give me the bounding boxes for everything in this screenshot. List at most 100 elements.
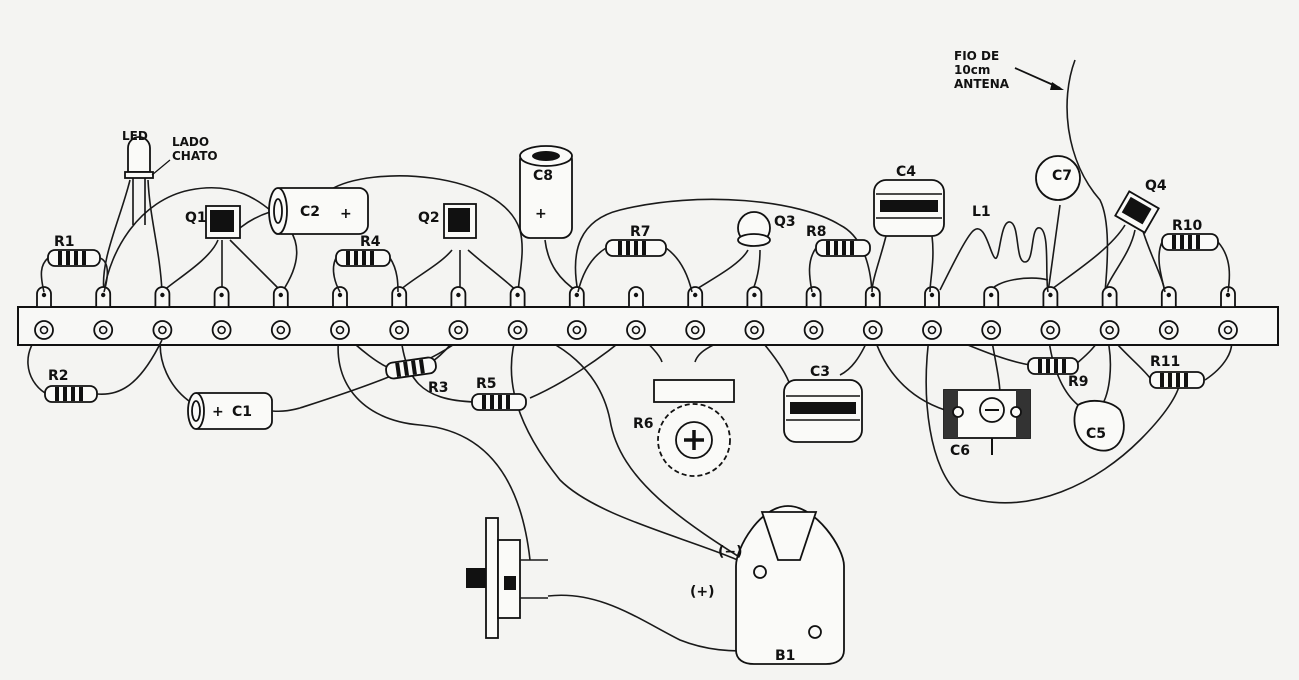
label-c3: C3 bbox=[810, 364, 830, 380]
terminal-lug-hole bbox=[811, 292, 816, 298]
resistor-r3: R3 bbox=[385, 356, 449, 396]
resistor-r9: R9 bbox=[1027, 357, 1089, 390]
led: LED LADO CHATO bbox=[122, 129, 218, 225]
transistor-q3: Q3 bbox=[737, 211, 796, 247]
terminal-eyelet-hole bbox=[276, 325, 286, 335]
terminal-lug-hole bbox=[41, 292, 47, 298]
terminal-eyelet-hole bbox=[217, 325, 226, 335]
terminal-eyelet bbox=[626, 320, 646, 340]
terminal-lug-hole bbox=[989, 292, 994, 298]
label-c7: C7 bbox=[1052, 168, 1072, 184]
capacitor-c4: C4 bbox=[871, 164, 945, 293]
transistor-q1: Q1 bbox=[185, 205, 241, 239]
battery-b1: (−) (+) B1 bbox=[690, 505, 845, 665]
wire bbox=[751, 249, 761, 293]
terminal-eyelet-hole bbox=[631, 325, 641, 335]
label-flat-side-1: LADO bbox=[172, 135, 209, 149]
terminal-eyelet bbox=[803, 320, 824, 340]
transistor-q2: Q2 bbox=[418, 203, 477, 239]
terminal-lug-hole bbox=[337, 292, 343, 298]
terminal-lug-hole bbox=[1166, 292, 1172, 298]
terminal-eyelet-hole bbox=[335, 325, 345, 335]
terminal-eyelet-hole bbox=[394, 325, 404, 335]
terminal-lug-hole bbox=[574, 292, 579, 298]
capacitor-c8: C8 + bbox=[519, 145, 573, 239]
terminal-eyelet-hole bbox=[98, 325, 108, 335]
terminal-strip bbox=[17, 286, 1279, 346]
label-b1: B1 bbox=[775, 648, 795, 664]
terminal-eyelet bbox=[152, 320, 173, 340]
terminal-lug-hole bbox=[1225, 292, 1231, 298]
label-q3: Q3 bbox=[774, 214, 796, 230]
terminal-eyelet bbox=[685, 320, 706, 340]
inductor-l1: L1 bbox=[939, 204, 1049, 293]
resistor-r8: R8 bbox=[806, 224, 871, 293]
label-r3: R3 bbox=[428, 380, 449, 396]
terminal-eyelet-hole bbox=[513, 325, 522, 335]
wire bbox=[229, 239, 283, 293]
label-c2: C2 bbox=[300, 204, 320, 220]
terminal-eyelet bbox=[744, 320, 765, 340]
wire bbox=[329, 175, 523, 293]
label-flat-side-2: CHATO bbox=[172, 149, 218, 163]
resistor-r11: R11 bbox=[1149, 354, 1205, 389]
terminal-lug-hole bbox=[1048, 292, 1053, 298]
label-r6: R6 bbox=[633, 416, 654, 432]
wire bbox=[517, 329, 761, 571]
terminal-lug-hole bbox=[633, 292, 639, 298]
label-q2: Q2 bbox=[418, 210, 440, 226]
terminal-eyelet bbox=[270, 320, 291, 340]
terminal-eyelet-hole bbox=[986, 325, 996, 335]
wire bbox=[1066, 59, 1109, 293]
terminal-eyelet bbox=[211, 320, 232, 340]
terminal-lug-hole bbox=[693, 292, 698, 298]
wire bbox=[510, 329, 761, 571]
label-c1-plus: + bbox=[212, 404, 224, 420]
label-battery-pos: (+) bbox=[690, 584, 715, 600]
label-c4: C4 bbox=[896, 164, 916, 180]
wire bbox=[1047, 224, 1126, 293]
terminal-lug-hole bbox=[219, 292, 224, 298]
terminal-eyelet bbox=[981, 320, 1002, 340]
resistor-r1: R1 bbox=[40, 234, 109, 293]
terminal-eyelet bbox=[34, 320, 54, 340]
wire bbox=[102, 179, 131, 293]
terminal-strip-bar bbox=[17, 306, 1279, 346]
terminal-eyelet-hole bbox=[750, 325, 759, 335]
label-r5: R5 bbox=[476, 376, 497, 392]
terminal-eyelet bbox=[507, 320, 528, 340]
terminal-eyelet-hole bbox=[39, 325, 49, 335]
wire bbox=[467, 249, 519, 293]
terminal-eyelet bbox=[330, 320, 350, 340]
label-battery-neg: (−) bbox=[718, 544, 743, 560]
wire bbox=[103, 186, 298, 293]
terminal-eyelet bbox=[448, 320, 469, 340]
terminal-eyelet bbox=[1099, 320, 1120, 340]
label-r9: R9 bbox=[1068, 374, 1089, 390]
wire bbox=[161, 239, 219, 293]
terminal-lug-hole bbox=[515, 292, 520, 298]
label-r1: R1 bbox=[54, 234, 75, 250]
label-l1: L1 bbox=[972, 204, 991, 220]
terminal-eyelet bbox=[566, 320, 587, 340]
capacitor-c7: C7 bbox=[1035, 155, 1081, 201]
terminal-eyelet-hole bbox=[809, 325, 818, 335]
label-c2-plus: + bbox=[340, 206, 352, 222]
terminal-lug-hole bbox=[870, 292, 875, 298]
terminal-eyelet bbox=[1040, 320, 1061, 340]
label-c8: C8 bbox=[533, 168, 553, 184]
label-c1: C1 bbox=[232, 404, 252, 420]
terminal-eyelet bbox=[93, 320, 114, 340]
terminal-eyelet-hole bbox=[868, 325, 878, 335]
label-c5: C5 bbox=[1086, 426, 1106, 442]
label-r10: R10 bbox=[1172, 218, 1203, 234]
wire bbox=[299, 339, 461, 409]
resistor-r10: R10 bbox=[1158, 218, 1231, 293]
wire bbox=[147, 179, 163, 293]
capacitor-c3: C3 bbox=[783, 364, 863, 443]
wire bbox=[1104, 229, 1136, 293]
wire bbox=[1047, 204, 1061, 293]
terminal-lug-hole bbox=[456, 292, 461, 298]
trimmer-r6: R6 bbox=[633, 379, 735, 477]
